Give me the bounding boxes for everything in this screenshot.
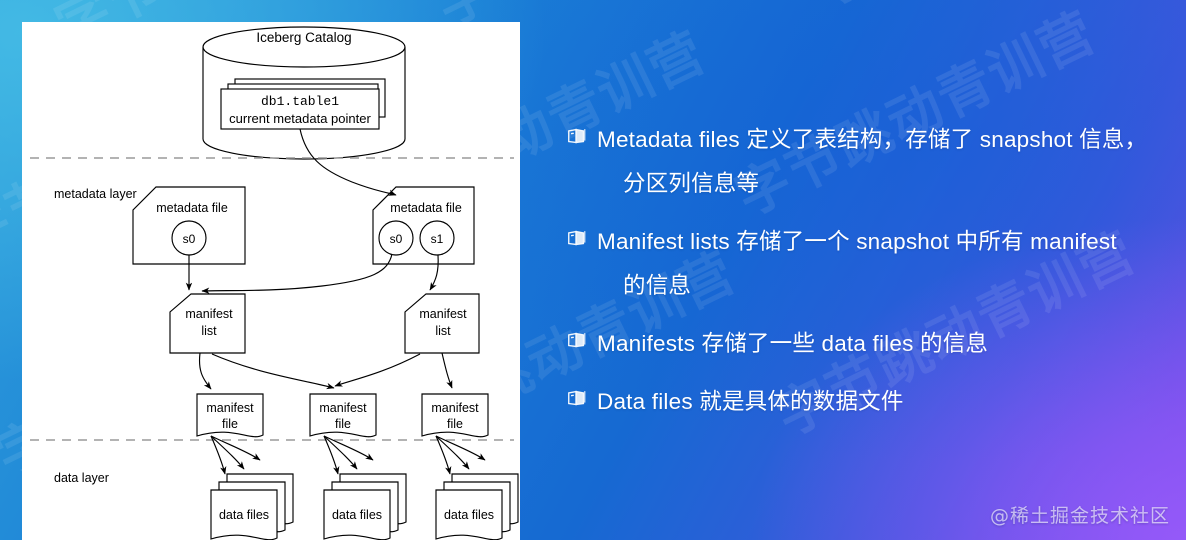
data-files-stack-2 — [323, 473, 407, 540]
snapshot-s1-right: s1 — [431, 232, 444, 246]
arrow-mlist-right-to-mfile-3 — [441, 352, 453, 389]
snapshot-s0-left: s0 — [183, 232, 196, 246]
arrows-mfile-1-to-data-files — [210, 435, 261, 475]
metadata-file-right-label: metadata file — [390, 201, 462, 215]
data-files-stack-1 — [210, 473, 294, 540]
bullet-line-1: Data files 就是具体的数据文件 — [597, 389, 904, 414]
snapshot-s0-right: s0 — [390, 232, 403, 246]
bullet-item-data-files: Data files 就是具体的数据文件 — [566, 380, 1166, 424]
manifest-file-3-line2: file — [447, 417, 463, 431]
iceberg-architecture-diagram: Iceberg Catalog db1.table1 current metad… — [22, 22, 520, 540]
arrow-mlist-left-to-mfile-1 — [198, 352, 212, 390]
arrows-mfile-2-to-data-files — [323, 435, 374, 475]
manifest-list-right-line2: list — [435, 324, 451, 338]
manifest-file-3-line1: manifest — [431, 401, 479, 415]
manifest-file-1-line2: file — [222, 417, 238, 431]
iceberg-catalog-cylinder — [202, 26, 406, 160]
bullet-item-manifests: Manifests 存储了一些 data files 的信息 — [566, 322, 1166, 366]
arrow-mlist-left-to-mfile-2 — [211, 353, 335, 390]
data-layer-label: data layer — [54, 471, 109, 485]
manifest-file-2 — [309, 393, 377, 438]
metadata-file-left — [132, 186, 246, 265]
bullet-list: Metadata files 定义了表结构，存储了 snapshot 信息， 分… — [566, 118, 1166, 438]
catalog-pointer-label: current metadata pointer — [229, 111, 371, 126]
manifest-list-left-line2: list — [201, 324, 217, 338]
bullet-line-1: Metadata files 定义了表结构，存储了 snapshot 信息， — [597, 127, 1148, 152]
credit-watermark: @稀土掘金技术社区 — [989, 505, 1170, 527]
bullet-text: Data files 就是具体的数据文件 — [597, 380, 904, 424]
catalog-title: Iceberg Catalog — [256, 30, 351, 45]
arrows-mfile-3-to-data-files — [435, 435, 486, 475]
diagram-canvas: Iceberg Catalog db1.table1 current metad… — [30, 26, 519, 540]
arrow-s0-right-to-manifest-list-left — [201, 253, 393, 294]
catalog-pointer-table: db1.table1 — [261, 94, 339, 109]
bullet-item-metadata-files: Metadata files 定义了表结构，存储了 snapshot 信息， 分… — [566, 118, 1166, 206]
bullet-text: Manifests 存储了一些 data files 的信息 — [597, 322, 988, 366]
manifest-file-1 — [196, 393, 264, 438]
bullet-line-2: 的信息 — [623, 273, 692, 298]
manifest-file-2-line1: manifest — [319, 401, 367, 415]
book-icon — [566, 387, 588, 409]
arrow-catalog-to-metadata — [299, 128, 397, 196]
watermark-text: 字节跳动青训营 — [800, 0, 1186, 21]
metadata-layer-label: metadata layer — [54, 187, 137, 201]
manifest-file-1-line1: manifest — [206, 401, 254, 415]
data-files-stack-3 — [435, 473, 519, 540]
metadata-file-left-label: metadata file — [156, 201, 228, 215]
metadata-file-right — [372, 186, 475, 265]
bullet-text: Manifest lists 存储了一个 snapshot 中所有 manife… — [597, 220, 1117, 308]
manifest-list-right-line1: manifest — [419, 307, 467, 321]
book-icon — [566, 329, 588, 351]
data-files-label-3: data files — [444, 508, 494, 522]
data-files-label-2: data files — [332, 508, 382, 522]
arrow-mlist-right-to-mfile-2 — [334, 353, 421, 387]
book-icon — [566, 227, 588, 249]
bullet-item-manifest-lists: Manifest lists 存储了一个 snapshot 中所有 manife… — [566, 220, 1166, 308]
book-icon — [566, 125, 588, 147]
bullet-line-1: Manifests 存储了一些 data files 的信息 — [597, 331, 989, 356]
data-files-label-1: data files — [219, 508, 269, 522]
arrow-s1-to-manifest-list-right — [429, 254, 439, 291]
manifest-list-left — [169, 293, 246, 354]
bullet-text: Metadata files 定义了表结构，存储了 snapshot 信息， 分… — [597, 118, 1147, 206]
manifest-file-3 — [421, 393, 489, 438]
manifest-file-2-line2: file — [335, 417, 351, 431]
bullet-line-2: 分区列信息等 — [623, 171, 760, 196]
metadata-pointer-stack — [220, 78, 386, 130]
manifest-list-left-line1: manifest — [185, 307, 233, 321]
bullet-line-1: Manifest lists 存储了一个 snapshot 中所有 manife… — [597, 229, 1117, 254]
